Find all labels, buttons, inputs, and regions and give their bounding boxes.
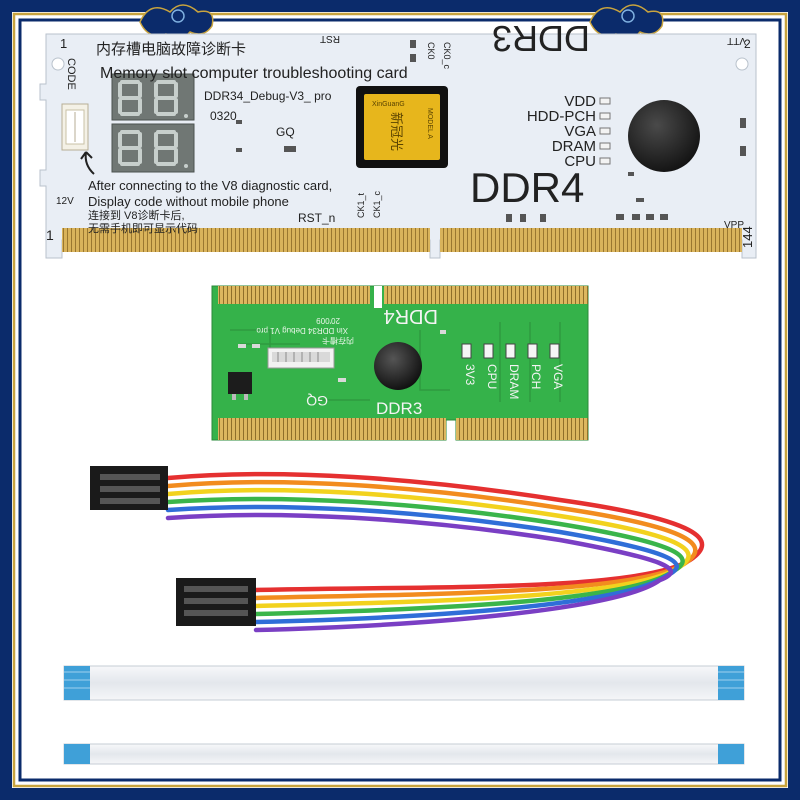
green-led-label-pch: PCH xyxy=(529,364,543,389)
white-diagnostic-card: XinGuanG 新冠光 MODEL A 内存槽电脑故障诊断卡 Memory s… xyxy=(39,18,757,259)
clk0c-label: CK0_c xyxy=(442,42,452,70)
vtt-label: VTT xyxy=(727,35,746,46)
12v-label: 12V xyxy=(56,196,74,207)
note-cn-2: 无需手机即可显示代码 xyxy=(88,221,198,235)
led-label-hdd-pch: HDD-PCH xyxy=(527,108,596,125)
green-led-label-3v3: 3V3 xyxy=(463,364,477,386)
note-cn-1: 连接到 V8诊断卡后, xyxy=(88,208,185,222)
flat-ribbon-cable-2 xyxy=(63,743,745,765)
green-led-label-vga: VGA xyxy=(551,364,565,389)
green-gold-fingers-bottom-left xyxy=(218,418,446,440)
pin-1-bottom-label: 1 xyxy=(46,227,54,243)
voltage-regulator xyxy=(228,372,252,394)
pin-144-label: 144 xyxy=(740,226,755,248)
card-title-en: Memory slot computer troubleshooting car… xyxy=(100,65,408,82)
pin-1-top-label: 1 xyxy=(60,36,67,51)
note-en-2: Display code without mobile phone xyxy=(88,194,289,209)
rainbow-jumper-cable xyxy=(90,466,705,633)
white-card-leds xyxy=(599,97,611,165)
green-ddr3-label: DDR3 xyxy=(376,399,422,418)
code-connector xyxy=(61,103,89,151)
gold-fingers-left xyxy=(62,228,430,252)
green-cn: 内存槽卡 xyxy=(322,336,354,346)
chip-brand: XinGuanG xyxy=(372,101,405,108)
clk0-label: CK0 xyxy=(426,42,436,60)
green-gq-label: GQ xyxy=(306,393,328,409)
green-diagnostic-card: 3V3 CPU DRAM PCH VGA DDR4 DDR3 GQ 20'009… xyxy=(211,285,589,441)
flat-ribbon-cable-1 xyxy=(63,665,745,701)
green-model: Xin DDR34 Debug V1 pro xyxy=(256,326,348,335)
rst-label: RST xyxy=(320,33,340,44)
green-gold-fingers-bottom-right xyxy=(456,418,588,440)
clk1c-label: CK1_c xyxy=(372,190,382,218)
led-label-cpu: CPU xyxy=(564,153,596,170)
card-date: 0320 xyxy=(210,109,237,123)
ddr4-label: DDR4 xyxy=(470,164,584,211)
clk1t-label: CK1_t xyxy=(356,192,366,218)
rst-n-label: RST_n xyxy=(298,211,335,225)
chip-name: 新冠光 xyxy=(389,112,404,151)
green-gold-fingers-top-right xyxy=(384,286,588,304)
ddr3-label: DDR3 xyxy=(492,18,590,59)
green-ddr4-label: DDR4 xyxy=(384,305,438,327)
code-label: CODE xyxy=(65,58,77,90)
green-date: 20'009 xyxy=(316,316,340,325)
arrow-icon xyxy=(80,151,95,175)
green-card-leds xyxy=(461,343,560,359)
buzzer xyxy=(628,100,700,172)
seven-segment-display xyxy=(111,73,195,173)
green-led-label-dram: DRAM xyxy=(507,364,521,399)
led-label-dram: DRAM xyxy=(552,138,596,155)
gold-fingers-right xyxy=(440,228,742,252)
led-label-vdd: VDD xyxy=(564,93,596,110)
controller-chip: XinGuanG 新冠光 MODEL A xyxy=(356,86,448,168)
green-led-label-cpu: CPU xyxy=(485,364,499,389)
pin-2-label: 2 xyxy=(744,37,751,51)
card-model: DDR34_Debug-V3_ pro xyxy=(204,89,332,103)
card-title-cn: 内存槽电脑故障诊断卡 xyxy=(96,40,246,58)
note-en-1: After connecting to the V8 diagnostic ca… xyxy=(88,178,332,193)
chip-model: MODEL A xyxy=(426,108,433,139)
gq-label: GQ xyxy=(276,125,295,139)
green-card-buzzer xyxy=(374,342,422,390)
led-label-vga: VGA xyxy=(564,123,596,140)
green-gold-fingers-top-left xyxy=(218,286,370,304)
vpp-label: VPP xyxy=(724,220,744,231)
green-card-connector xyxy=(267,347,335,369)
